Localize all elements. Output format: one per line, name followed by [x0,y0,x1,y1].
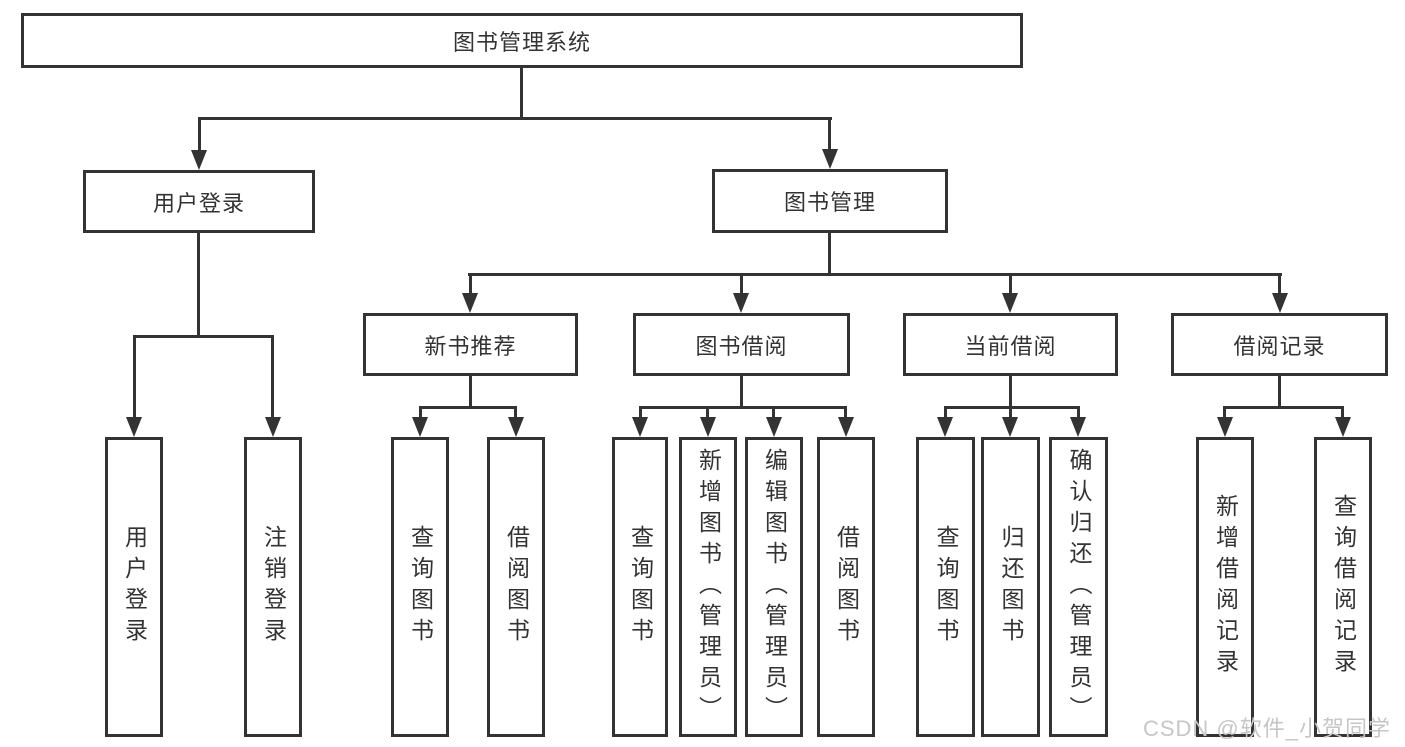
arrow-current-borrow [1002,293,1018,313]
leaf-bb-add-book: 新增图书（管理员） [679,437,737,737]
node-borrow-records-label: 借阅记录 [1233,333,1326,359]
node-borrow-records: 借阅记录 [1171,313,1388,376]
connector-level3-hbar [468,273,1282,276]
node-book-borrow: 图书借阅 [633,313,850,376]
arrow-leaf-logout [265,417,281,437]
connector-drop-br-add [1223,406,1226,417]
arrow-nbr-query [412,417,428,437]
watermark: CSDN @软件_小贺同学 [1142,716,1391,741]
leaf-br-query-record-label: 查询借阅记录 [1330,494,1357,680]
leaf-br-query-record: 查询借阅记录 [1314,437,1372,737]
leaf-logout: 注销登录 [244,437,302,737]
connector-drop-cb-query [944,406,947,417]
connector-bb-hbar [639,406,847,409]
leaf-cb-confirm-return-label: 确认归还（管理员） [1066,447,1092,727]
connector-drop-bb-edit [772,406,775,417]
arrow-cb-return [1002,417,1018,437]
leaf-bb-edit-book-label: 编辑图书（管理员） [761,447,788,727]
node-current-borrow: 当前借阅 [903,313,1118,376]
arrow-book-borrow [733,293,749,313]
leaf-bb-add-book-label: 新增图书（管理员） [695,447,722,727]
leaf-bb-edit-book: 编辑图书（管理员） [745,437,803,737]
leaf-bb-borrow-book-label: 借阅图书 [833,525,860,649]
connector-user-login-stem [197,233,200,337]
arrow-bb-query [632,417,648,437]
connector-root-stem [520,68,523,118]
connector-drop-bb-query [639,406,642,417]
connector-drop-new-book-recommend [469,273,472,293]
connector-root-hbar [198,117,832,120]
leaf-cb-confirm-return: 确认归还（管理员） [1049,437,1108,737]
connector-drop-br-query [1341,406,1344,417]
leaf-user-login: 用户登录 [105,437,163,737]
leaf-cb-return-book-label: 归还图书 [998,525,1024,649]
connector-nbr-stem [469,376,472,409]
node-user-login-label: 用户登录 [152,190,245,216]
arrow-borrow-records [1272,293,1288,313]
connector-drop-leaf-logout [271,335,274,417]
connector-drop-cb-return [1009,406,1012,417]
leaf-nbr-query-book-label: 查询图书 [407,525,434,649]
connector-drop-leaf-user-login [133,335,136,417]
leaf-cb-query-book-label: 查询图书 [933,525,959,649]
connector-user-login-hbar [133,335,274,338]
connector-drop-borrow-records [1278,273,1281,293]
leaf-bb-query-book: 查询图书 [612,437,668,737]
connector-drop-current-borrow [1009,273,1012,293]
connector-cb-stem [1009,376,1012,409]
leaf-bb-borrow-book: 借阅图书 [817,437,875,737]
arrow-bb-add [700,417,716,437]
connector-drop-book-borrow [740,273,743,293]
connector-drop-bb-borrow [844,406,847,417]
connector-drop-nbr-query [419,406,422,417]
connector-book-management-stem [828,233,831,275]
arrow-bb-borrow [838,417,854,437]
connector-drop-nbr-borrow [514,406,517,417]
connector-drop-bb-add [706,406,709,417]
leaf-user-login-label: 用户登录 [121,525,148,649]
arrow-new-book-recommend [462,293,478,313]
connector-cb-hbar [944,406,1080,409]
node-root-label: 图书管理系统 [452,29,591,55]
node-user-login: 用户登录 [83,170,315,233]
node-book-management: 图书管理 [712,169,948,233]
arrow-cb-confirm [1070,417,1086,437]
arrow-user-login [191,150,207,170]
node-root: 图书管理系统 [21,13,1023,68]
arrow-leaf-user-login [126,417,142,437]
arrow-br-query [1335,417,1351,437]
connector-drop-book-management [828,117,831,149]
connector-drop-user-login [198,117,201,150]
node-current-borrow-label: 当前借阅 [964,333,1057,359]
connector-br-stem [1278,376,1281,409]
connector-nbr-hbar [419,406,517,409]
leaf-bb-query-book-label: 查询图书 [627,525,654,649]
node-book-borrow-label: 图书借阅 [695,333,788,359]
arrow-book-management [822,149,838,169]
arrow-nbr-borrow [508,417,524,437]
leaf-nbr-query-book: 查询图书 [391,437,449,737]
node-book-management-label: 图书管理 [783,190,876,215]
leaf-logout-label: 注销登录 [260,525,287,649]
leaf-br-add-record-label: 新增借阅记录 [1212,494,1239,680]
leaf-br-add-record: 新增借阅记录 [1196,437,1254,737]
arrow-cb-query [937,417,953,437]
leaf-cb-query-book: 查询图书 [916,437,975,737]
leaf-nbr-borrow-book-label: 借阅图书 [503,525,530,649]
leaf-cb-return-book: 归还图书 [981,437,1040,737]
node-new-book-recommend-label: 新书推荐 [424,333,517,359]
connector-drop-cb-confirm [1077,406,1080,417]
node-new-book-recommend: 新书推荐 [363,313,578,376]
leaf-nbr-borrow-book: 借阅图书 [487,437,545,737]
arrow-bb-edit [766,417,782,437]
connector-br-hbar [1224,406,1344,409]
connector-bb-stem [740,376,743,409]
arrow-br-add [1217,417,1233,437]
